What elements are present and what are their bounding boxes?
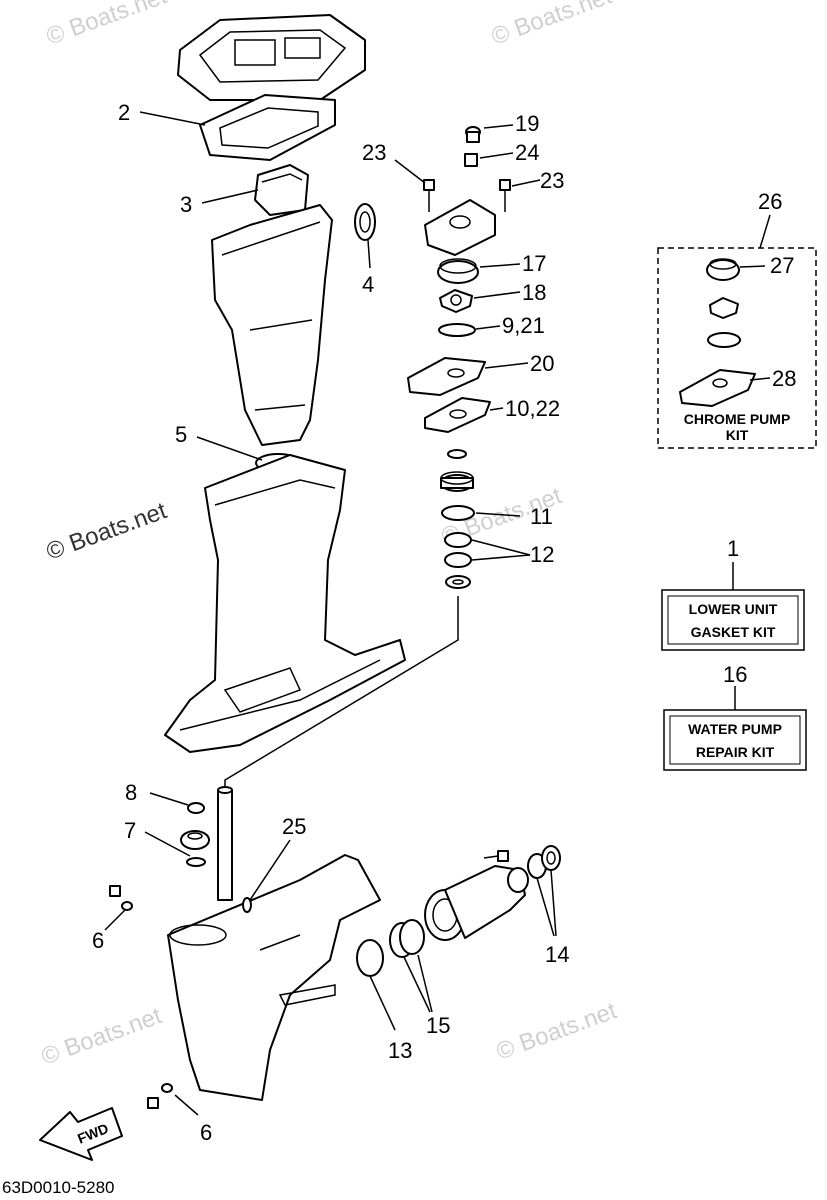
callout-6a: 6 xyxy=(92,928,104,953)
watermark: © Boats.net xyxy=(38,1002,166,1070)
oring-11 xyxy=(441,505,475,521)
bolt-23a xyxy=(423,179,435,212)
seals-14 xyxy=(527,845,561,879)
callout-16: 16 xyxy=(723,662,747,687)
callout-20: 20 xyxy=(530,351,554,376)
chrome-pump-kit-label: KIT xyxy=(726,427,749,443)
callout-27: 27 xyxy=(770,253,794,278)
cover-7 xyxy=(180,830,210,850)
housing-bolt xyxy=(483,850,509,862)
callout-19: 19 xyxy=(515,111,539,136)
gasket-9-21 xyxy=(438,323,476,337)
insert-cartridge xyxy=(440,471,474,492)
callout-1: 1 xyxy=(727,536,739,561)
diagram-code: 63D0010-5280 xyxy=(2,1178,114,1197)
callout-8: 8 xyxy=(125,780,137,805)
upper-casing xyxy=(211,204,333,446)
callout-23b: 23 xyxy=(540,168,564,193)
gasket-2 xyxy=(199,94,336,161)
callout-10-22: 10,22 xyxy=(505,396,560,421)
screw-6-upper xyxy=(109,885,133,911)
oring-13 xyxy=(356,939,384,977)
grommet-24 xyxy=(464,153,478,167)
callout-6b: 6 xyxy=(200,1120,212,1145)
callout-14: 14 xyxy=(545,942,569,967)
callout-12: 12 xyxy=(530,542,554,567)
callout-25: 25 xyxy=(282,814,306,839)
chrome-pump-kit-label: CHROME PUMP xyxy=(684,411,791,427)
impeller-18 xyxy=(439,289,473,313)
grommet-8 xyxy=(187,802,205,814)
chrome-pump-kit-box xyxy=(657,247,817,449)
callout-28: 28 xyxy=(772,366,796,391)
impeller-chrome xyxy=(709,297,739,319)
callout-3: 3 xyxy=(180,192,192,217)
pump-housing xyxy=(424,199,496,256)
lower-unit-gasket-kit-label: GASKET KIT xyxy=(691,624,776,640)
driveshaft-housing xyxy=(164,454,406,753)
small-ring xyxy=(447,449,467,459)
washer xyxy=(445,575,471,589)
bolt-23b xyxy=(499,179,511,212)
callout-24: 24 xyxy=(515,140,539,165)
prop-shaft-housing xyxy=(424,865,529,941)
assembly-guide-line xyxy=(224,596,459,790)
lower-gear-case xyxy=(167,854,381,1101)
exhaust-guide-3 xyxy=(254,164,309,216)
plate-20 xyxy=(407,357,486,396)
callout-4: 4 xyxy=(362,272,374,297)
callout-23a: 23 xyxy=(362,140,386,165)
callout-2: 2 xyxy=(118,100,130,125)
water-pump-repair-kit-label: WATER PUMP xyxy=(688,721,782,737)
gasket-chrome xyxy=(707,332,741,348)
seal-4 xyxy=(354,203,376,241)
cup-27 xyxy=(706,258,740,281)
watermark: © Boats.net xyxy=(43,497,171,565)
grommet-19 xyxy=(465,126,481,143)
water-pump-repair-kit-label: REPAIR KIT xyxy=(696,744,775,760)
callout-17: 17 xyxy=(522,251,546,276)
forward-arrow-icon xyxy=(39,1107,123,1161)
orings-15 xyxy=(389,919,425,958)
callout-7: 7 xyxy=(124,818,136,843)
watermark: © Boats.net xyxy=(43,0,171,51)
callout-18: 18 xyxy=(522,280,546,305)
callout-15: 15 xyxy=(426,1013,450,1038)
oring-7 xyxy=(186,857,206,867)
watermark: © Boats.net xyxy=(488,0,616,51)
callout-13: 13 xyxy=(388,1038,412,1063)
lower-unit-gasket-kit-box xyxy=(661,589,805,651)
driveshaft xyxy=(217,786,233,901)
gasket-10-22 xyxy=(424,397,491,433)
callout-11: 11 xyxy=(530,504,553,529)
pin-25 xyxy=(242,897,252,913)
lower-unit-gasket-kit-label: LOWER UNIT xyxy=(689,601,778,617)
callout-9-21: 9,21 xyxy=(502,313,545,338)
upper-mount-plate xyxy=(177,14,366,101)
cup-17 xyxy=(437,258,479,284)
bearing-12 xyxy=(444,532,472,568)
plate-28 xyxy=(679,369,756,407)
screw-6-lower xyxy=(147,1083,173,1109)
watermark: © Boats.net xyxy=(493,997,621,1065)
callout-5: 5 xyxy=(175,422,187,447)
water-pump-repair-kit-box xyxy=(663,709,807,771)
callout-26: 26 xyxy=(758,189,782,214)
